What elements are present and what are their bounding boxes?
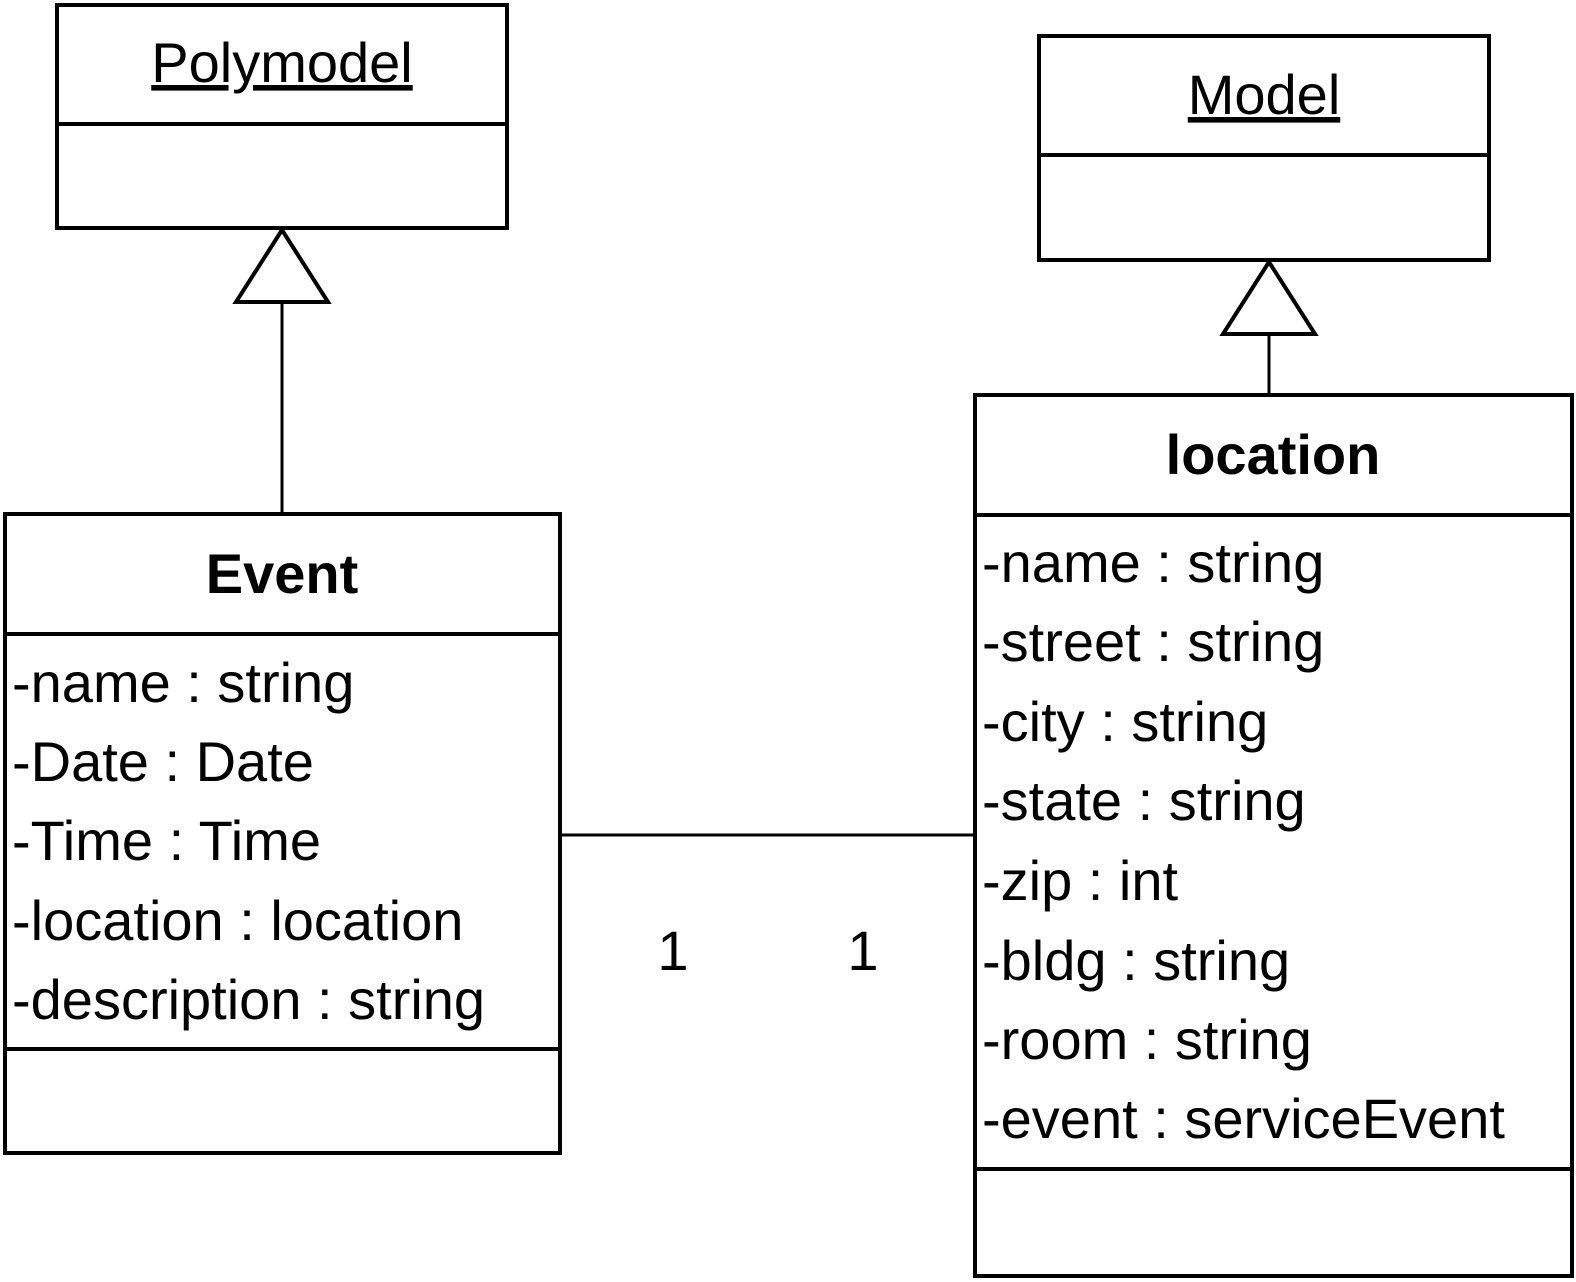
polymodel-class-title: Polymodel: [151, 31, 412, 94]
location-class: location -name : string -street : string…: [973, 393, 1574, 1278]
model-class-box: [1037, 34, 1491, 262]
location-class-box: [973, 393, 1574, 1278]
location-attribute: -zip : int: [982, 849, 1178, 912]
polymodel-class: Polymodel: [55, 3, 509, 230]
event-multiplicity-label: 1: [657, 919, 688, 982]
model-class: Model: [1037, 34, 1491, 262]
generalization-location-model: [1219, 258, 1319, 395]
model-class-title: Model: [1188, 63, 1341, 126]
polymodel-class-box: [55, 3, 509, 230]
location-attribute: -state : string: [982, 769, 1306, 832]
event-attribute: -Time : Time: [12, 809, 321, 872]
event-class-title: Event: [206, 542, 359, 605]
association-event-location: 1 1: [560, 833, 975, 982]
location-attribute: -room : string: [982, 1008, 1312, 1071]
location-multiplicity-label: 1: [847, 919, 878, 982]
location-attribute: -bldg : string: [982, 929, 1290, 992]
event-attribute: -Date : Date: [12, 730, 314, 793]
location-attribute: -street : string: [982, 610, 1324, 673]
event-attribute: -name : string: [12, 651, 354, 714]
event-class: Event -name : string -Date : Date -Time …: [3, 512, 562, 1155]
event-attribute: -description : string: [12, 968, 485, 1031]
location-attribute: -event : serviceEvent: [982, 1087, 1505, 1150]
inheritance-triangle-icon: [1219, 258, 1319, 336]
location-attribute: -name : string: [982, 531, 1324, 594]
generalization-event-polymodel: [232, 226, 332, 514]
event-attribute: -location : location: [12, 889, 463, 952]
inheritance-triangle-icon: [232, 226, 332, 304]
location-attribute: -city : string: [982, 690, 1268, 753]
location-class-title: location: [1166, 423, 1381, 486]
event-class-box: [3, 512, 562, 1155]
